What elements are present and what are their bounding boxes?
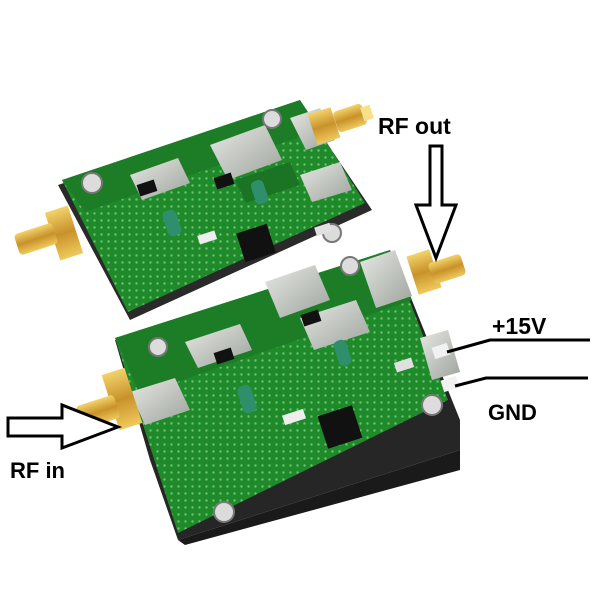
power-voltage-label: +15V [492, 313, 547, 339]
power-wire-line [446, 338, 590, 354]
upper-amplifier-board [58, 100, 372, 320]
ground-wire-line [454, 376, 588, 388]
ground-label: GND [488, 400, 537, 425]
rf-in-arrow-icon [6, 402, 123, 451]
rf-out-arrow-icon [413, 144, 459, 263]
rf-in-label: RF in [10, 458, 65, 483]
lower-output-connector [406, 249, 466, 295]
lower-amplifier-board [115, 250, 460, 545]
rf-out-label: RF out [378, 113, 451, 139]
rf-out-connector [307, 103, 374, 145]
upper-input-connector [14, 205, 84, 261]
